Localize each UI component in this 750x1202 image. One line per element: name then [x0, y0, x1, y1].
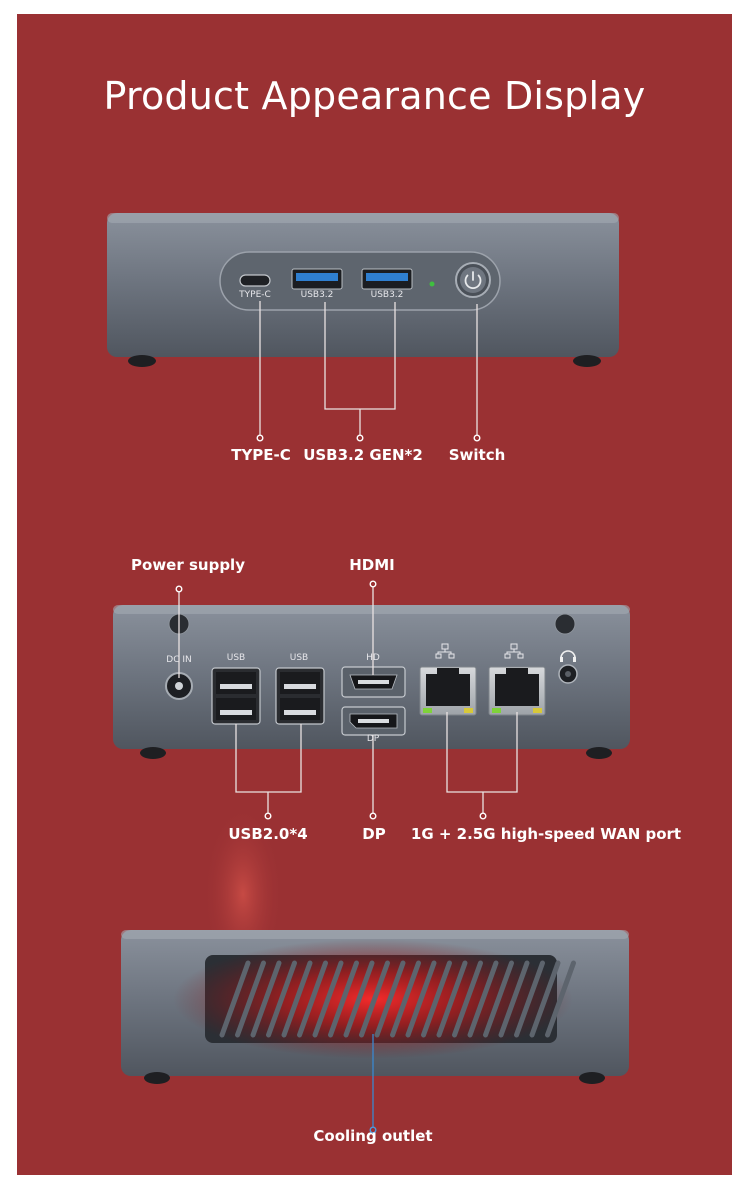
rj45-port-1g	[419, 643, 477, 716]
callout-dot-hdmi	[369, 580, 377, 588]
vent-slat	[529, 960, 561, 1038]
rear-callout-lines	[178, 584, 518, 814]
callout-dot-cooling	[369, 1126, 377, 1134]
rear-view	[113, 580, 630, 820]
vent-slats	[219, 960, 576, 1038]
front-foot-right	[573, 355, 601, 367]
vent-slat	[483, 960, 514, 1038]
hd-label: HD	[366, 653, 380, 663]
dp-port	[341, 706, 406, 736]
vent-slat	[390, 960, 421, 1038]
rear-screw-right	[554, 613, 576, 635]
callout-switch: Switch	[448, 446, 506, 464]
vent-slat	[374, 960, 406, 1038]
usb-label-right: USB	[289, 653, 309, 663]
callout-dot-power	[175, 585, 183, 593]
vent-slat	[405, 960, 437, 1038]
front-callout-lines	[259, 301, 478, 435]
callout-dp: DP	[362, 825, 386, 843]
usb20-stack-left	[211, 667, 261, 725]
callout-dot-wan	[479, 812, 487, 820]
callout-dot-dp	[369, 812, 377, 820]
side-view	[121, 804, 629, 1134]
vent-slat	[235, 960, 266, 1038]
red-panel: Product Appearance Display	[17, 14, 732, 1175]
usb32-port-label-2: USB3.2	[370, 290, 404, 300]
vent-slat	[312, 960, 344, 1038]
rj45-port-2-5g	[488, 643, 546, 716]
page-title: Product Appearance Display	[103, 74, 646, 118]
vent-slat	[343, 960, 375, 1038]
vent-slat	[219, 960, 251, 1038]
callout-usb32-gen2: USB3.2 GEN*2	[303, 446, 423, 464]
status-led	[429, 281, 435, 287]
type-c-port	[239, 274, 271, 287]
callout-type-c: TYPE-C	[231, 446, 291, 464]
dc-in-label: DC IN	[166, 655, 192, 665]
vent-slat	[498, 960, 530, 1038]
front-port-bezel	[219, 251, 501, 311]
callout-dot-usb32	[356, 434, 364, 442]
illustration	[107, 213, 630, 1134]
vent-slat	[436, 960, 468, 1038]
vent-slat	[514, 960, 545, 1038]
callout-hdmi: HDMI	[349, 556, 395, 574]
callout-dot-switch	[473, 434, 481, 442]
audio-jack	[558, 650, 578, 684]
usb32-port-label-1: USB3.2	[300, 290, 334, 300]
vent-slat	[297, 960, 328, 1038]
callout-dot-usb20	[264, 812, 272, 820]
front-view	[107, 213, 619, 442]
callout-usb20: USB2.0*4	[228, 825, 308, 843]
callout-power-supply: Power supply	[131, 556, 245, 574]
vent-slat	[359, 960, 390, 1038]
callout-dot-type-c	[256, 434, 264, 442]
vent-slat	[467, 960, 499, 1038]
vent-slat	[281, 960, 313, 1038]
vent-slat	[421, 960, 452, 1038]
vent-slat	[452, 960, 483, 1038]
usb-label-left: USB	[226, 653, 246, 663]
hdmi-port	[341, 666, 406, 698]
callout-wan-port: 1G + 2.5G high-speed WAN port	[410, 825, 682, 843]
vent-slat	[328, 960, 359, 1038]
dp-port-label: DP	[366, 734, 380, 744]
callout-cooling-outlet: Cooling outlet	[313, 1127, 433, 1145]
front-foot-left	[128, 355, 156, 367]
vent-slat	[266, 960, 297, 1038]
vent-slat	[250, 960, 282, 1038]
usb20-stack-right	[275, 667, 325, 725]
type-c-port-label: TYPE-C	[239, 290, 271, 300]
vent-slat	[545, 960, 576, 1038]
